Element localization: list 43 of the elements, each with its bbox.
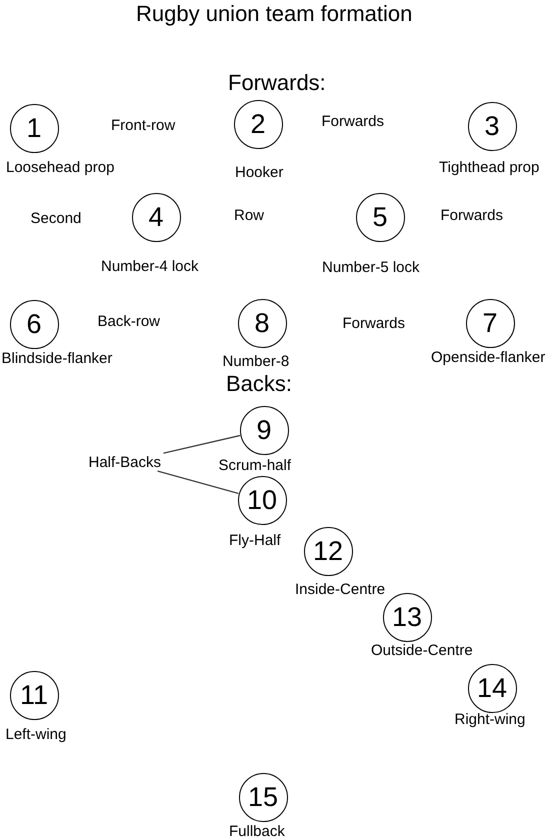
player-circle: 2 bbox=[234, 100, 282, 148]
player-circle: 11 bbox=[10, 670, 58, 720]
position-label: Tighthead prop bbox=[439, 158, 540, 176]
group-label: Row bbox=[234, 206, 264, 224]
player-circle: 4 bbox=[132, 192, 180, 242]
position-label: Number-4 lock bbox=[101, 258, 199, 275]
group-label: Second bbox=[30, 210, 82, 227]
player-circle: 14 bbox=[468, 664, 516, 712]
position-label: Scrum-half bbox=[218, 456, 292, 474]
group-label: Forwards bbox=[440, 206, 504, 224]
player-circle: 8 bbox=[238, 298, 286, 348]
player-circle: 7 bbox=[466, 298, 514, 348]
position-label: Hooker bbox=[235, 164, 284, 181]
position-label: Loosehead prop bbox=[6, 158, 114, 176]
position-label: Number-8 bbox=[222, 352, 290, 370]
player-circle: 6 bbox=[10, 300, 58, 348]
group-label: Back-row bbox=[98, 312, 160, 330]
group-label: Front-row bbox=[111, 116, 176, 134]
player-circle: 13 bbox=[382, 592, 432, 642]
position-label: Openside-flanker bbox=[431, 348, 546, 366]
section-heading: Backs: bbox=[226, 370, 292, 396]
connector-line bbox=[163, 434, 240, 454]
position-label: Fly-Half bbox=[229, 532, 281, 549]
player-circle: 12 bbox=[304, 526, 352, 576]
connector-line bbox=[157, 470, 239, 494]
position-label: Fullback bbox=[229, 822, 285, 840]
group-label: Half-Backs bbox=[88, 454, 162, 471]
section-heading: Forwards: bbox=[228, 70, 326, 95]
player-circle: 10 bbox=[238, 476, 286, 524]
player-circle: 9 bbox=[240, 406, 288, 454]
player-circle: 3 bbox=[468, 102, 516, 150]
group-label: Forwards bbox=[342, 314, 406, 332]
position-label: Blindside-flanker bbox=[2, 350, 112, 367]
group-label: Forwards bbox=[322, 112, 384, 130]
player-circle: 5 bbox=[356, 192, 404, 242]
position-label: Left-wing bbox=[6, 726, 66, 743]
player-circle: 15 bbox=[238, 772, 288, 822]
position-label: Right-wing bbox=[454, 710, 526, 728]
position-label: Outside-Centre bbox=[371, 642, 473, 659]
position-label: Number-5 lock bbox=[322, 258, 420, 276]
title: Rugby union team formation bbox=[136, 0, 412, 26]
player-circle: 1 bbox=[10, 104, 58, 152]
position-label: Inside-Centre bbox=[295, 580, 386, 598]
